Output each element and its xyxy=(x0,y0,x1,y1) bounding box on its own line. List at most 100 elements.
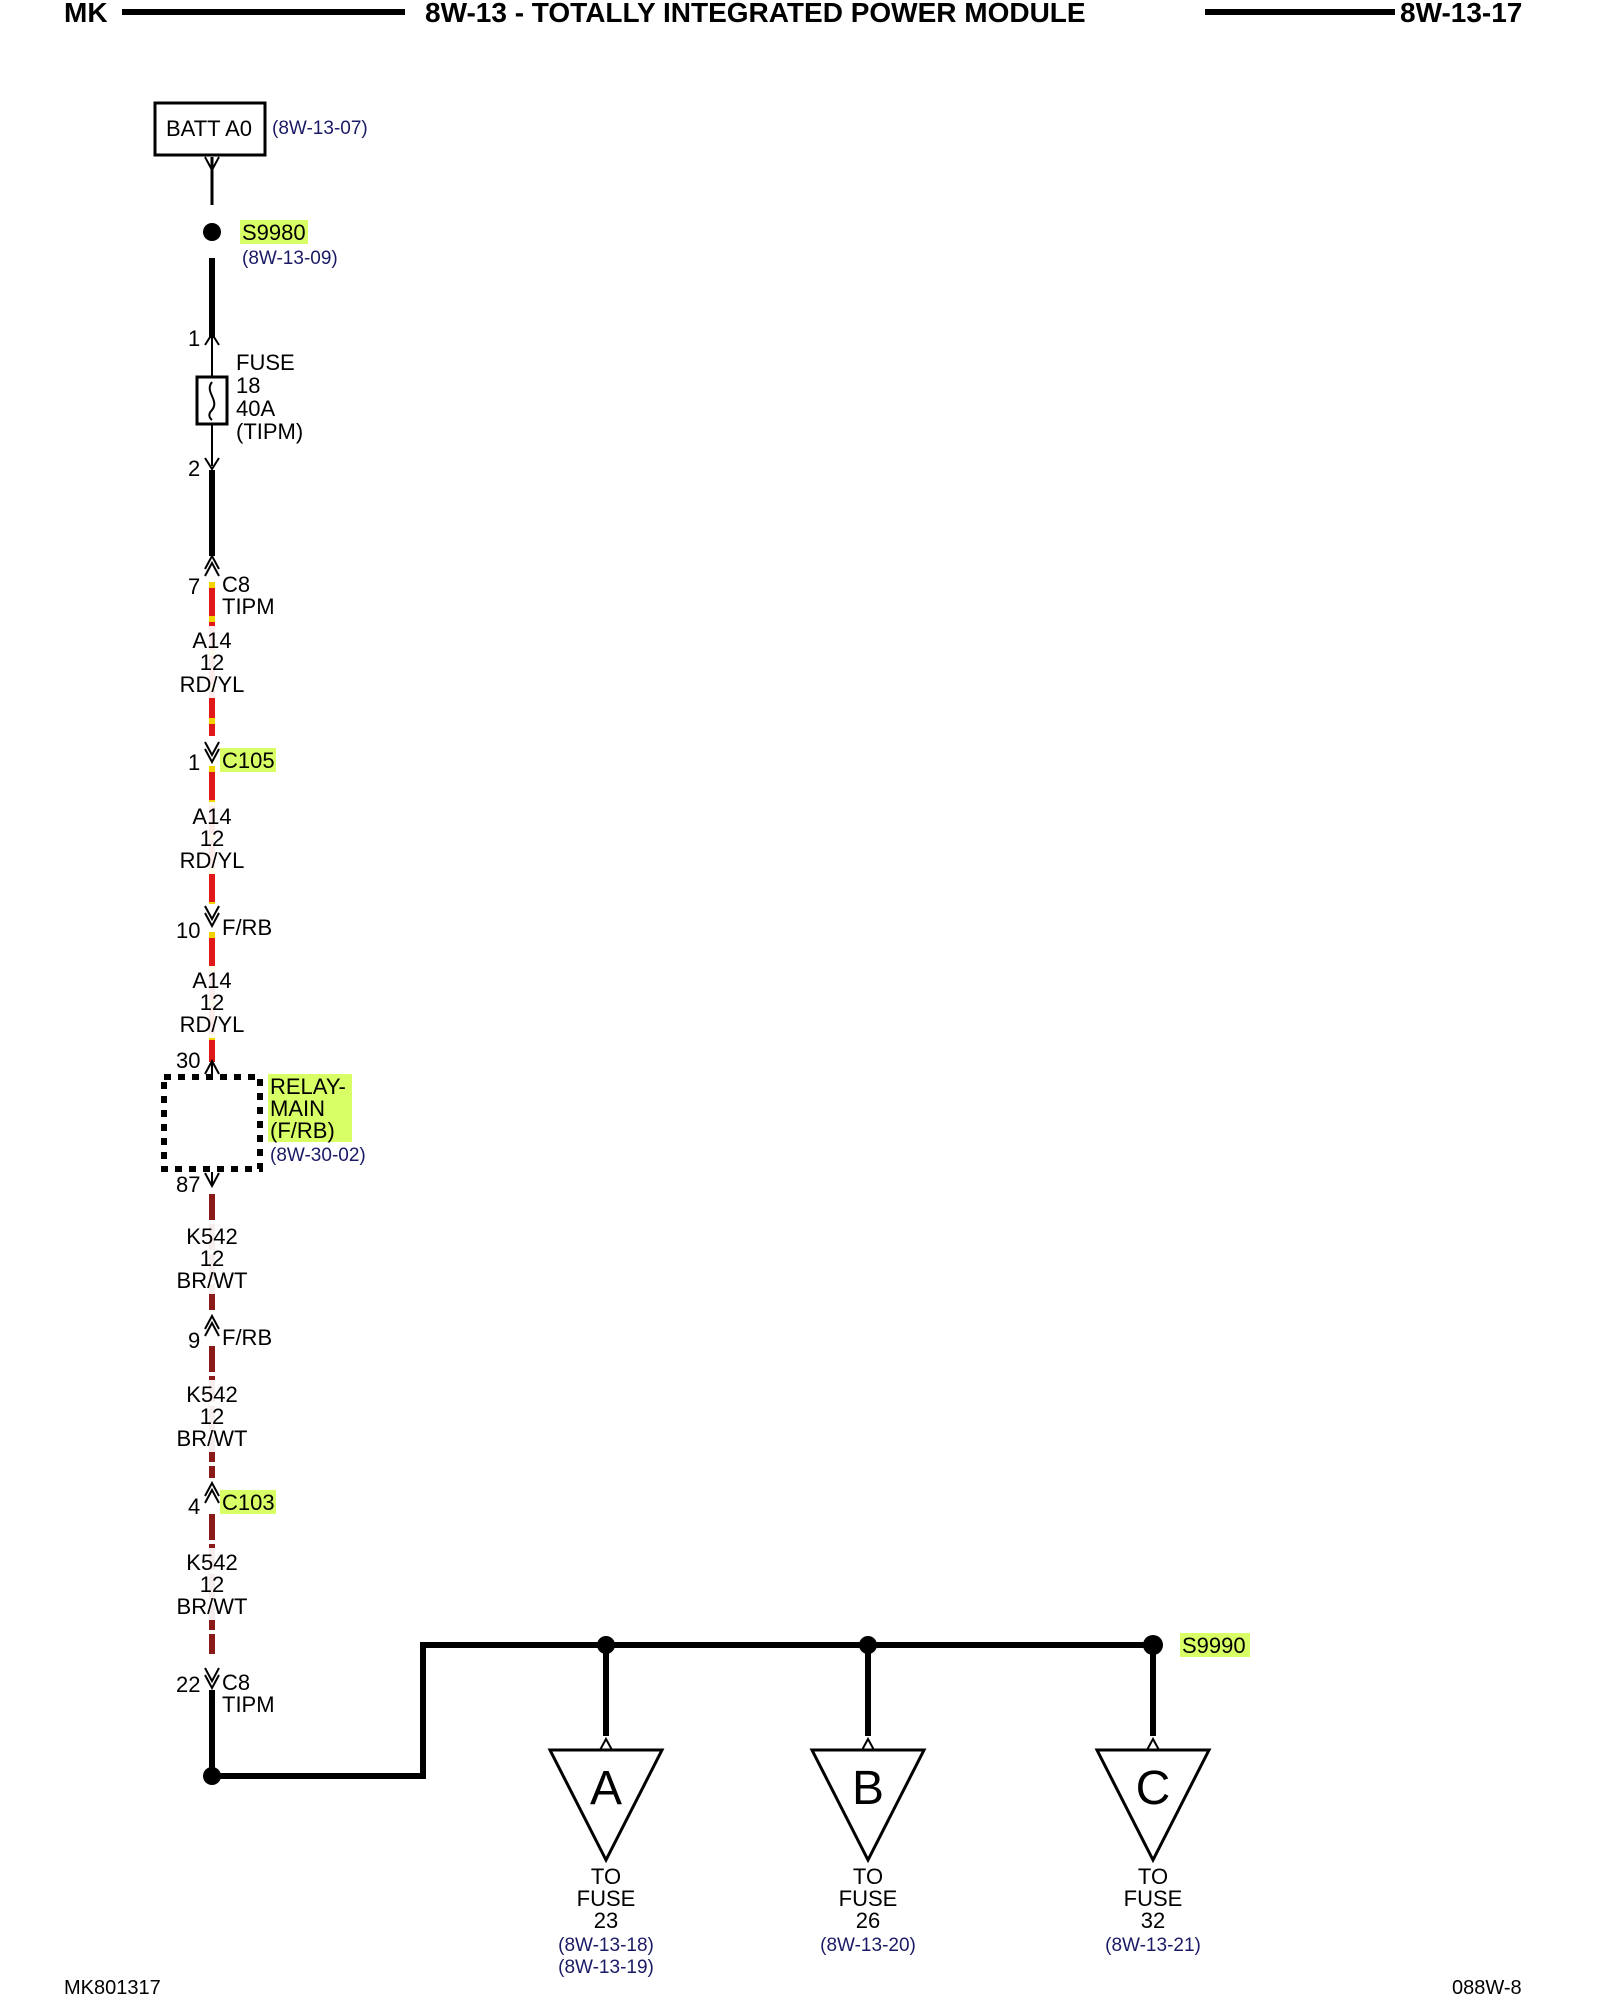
page-header: MK 8W-13 - TOTALLY INTEGRATED POWER MODU… xyxy=(64,0,1522,28)
relay-main-line1: RELAY- xyxy=(270,1074,346,1099)
output-a-letter: A xyxy=(590,1762,622,1815)
connector-c8-bottom-chevron xyxy=(204,1667,220,1684)
output-c-fuse-num: 32 xyxy=(1141,1908,1165,1933)
output-a-chevron xyxy=(599,1736,613,1751)
fuse-in-chevron xyxy=(204,332,220,346)
wire-label-1-circuit: A14 xyxy=(192,628,231,653)
output-a-ref-1: (8W-13-18) xyxy=(558,1935,654,1956)
splice-s9980-id: S9980 xyxy=(242,220,306,245)
wire-label-6-gauge: 12 xyxy=(200,1572,224,1597)
connector-c8-top: 7 C8 TIPM xyxy=(188,553,275,619)
connector-c8-top-chevron-2 xyxy=(204,553,220,570)
output-b-chevron xyxy=(861,1736,875,1751)
connector-frb-10-name: F/RB xyxy=(222,915,272,940)
connector-frb-9-pin: 9 xyxy=(188,1328,200,1353)
wire-label-6-color: BR/WT xyxy=(177,1594,248,1619)
connector-frb-10-chevron-2 xyxy=(204,912,220,929)
connector-frb-10-chevron xyxy=(204,905,220,922)
wire-label-5-bg xyxy=(174,1380,252,1452)
footer-right: 088W-8 xyxy=(1452,1977,1522,1999)
wire-label-6-circuit: K542 xyxy=(186,1550,237,1575)
output-a: A TO FUSE 23 (8W-13-18) (8W-13-19) xyxy=(547,1645,665,1978)
output-c-ref-1: (8W-13-21) xyxy=(1105,1935,1201,1956)
fuse-pin-in: 1 xyxy=(188,326,200,351)
output-b: B TO FUSE 26 (8W-13-20) xyxy=(809,1645,927,1956)
output-c: C TO FUSE 32 (8W-13-21) xyxy=(1094,1645,1212,1956)
connector-c103-highlight xyxy=(220,1490,276,1514)
connector-frb-9-chevron-2 xyxy=(204,1320,220,1337)
connector-c103: 4 C103 xyxy=(188,1480,276,1519)
output-c-to: TO xyxy=(1138,1864,1168,1889)
relay-main: 30 RELAY- MAIN (F/RB) (8W-30-02) 87 xyxy=(161,1048,366,1197)
output-a-to: TO xyxy=(591,1864,621,1889)
connector-c8-bottom-chevron-2 xyxy=(204,1674,220,1691)
wire-label-2-gauge: 12 xyxy=(200,826,224,851)
connector-c8-bottom-sub: TIPM xyxy=(222,1692,275,1717)
wire-label-5-color: BR/WT xyxy=(177,1426,248,1451)
wire-label-3: A14 12 RD/YL xyxy=(178,966,248,1038)
connector-c105-pin: 1 xyxy=(188,750,200,775)
output-b-to: TO xyxy=(853,1864,883,1889)
output-c-triangle xyxy=(1094,1748,1212,1864)
output-b-ref-1: (8W-13-20) xyxy=(820,1935,916,1956)
connector-c105-chevron xyxy=(204,741,220,758)
connector-c103-pin: 4 xyxy=(188,1494,200,1519)
wire-label-3-bg xyxy=(178,966,248,1038)
wire-label-5: K542 12 BR/WT xyxy=(174,1380,252,1452)
wire-label-1: A14 12 RD/YL xyxy=(178,626,248,698)
connector-c103-name: C103 xyxy=(222,1490,275,1515)
output-b-letter: B xyxy=(852,1762,884,1815)
connector-c8-top-sub: TIPM xyxy=(222,594,275,619)
wire-label-4-bg xyxy=(174,1222,252,1294)
wire-label-6: K542 12 BR/WT xyxy=(174,1548,252,1620)
footer-left: MK801317 xyxy=(64,1977,161,1999)
fuse-label-line2: 18 xyxy=(236,373,260,398)
relay-main-line2: MAIN xyxy=(270,1096,325,1121)
connector-frb-10: 10 F/RB xyxy=(176,905,272,943)
output-b-fuse-num: 26 xyxy=(856,1908,880,1933)
wire-label-1-bg xyxy=(178,626,248,698)
battery-source-label: BATT A0 xyxy=(166,116,252,141)
output-b-triangle xyxy=(809,1748,927,1864)
fuse-pin-out: 2 xyxy=(188,456,200,481)
fuse-out-chevron xyxy=(204,457,220,471)
relay-pin-87-chevron xyxy=(204,1172,220,1189)
wire-label-2-circuit: A14 xyxy=(192,804,231,829)
battery-source-ref: (8W-13-07) xyxy=(272,118,368,139)
connector-c105-highlight xyxy=(220,748,276,772)
connector-c105-chevron-2 xyxy=(204,748,220,765)
connector-c8-bottom-name: C8 xyxy=(222,1670,250,1695)
output-a-triangle xyxy=(547,1748,665,1864)
relay-main-ref: (8W-30-02) xyxy=(270,1145,366,1166)
splice-s9980-dot xyxy=(203,223,221,241)
wire-label-4-gauge: 12 xyxy=(200,1246,224,1271)
page-footer: MK801317 088W-8 xyxy=(64,1977,1522,1999)
wire-label-4: K542 12 BR/WT xyxy=(174,1222,252,1294)
output-c-fuse-word: FUSE xyxy=(1124,1886,1183,1911)
wire-label-1-gauge: 12 xyxy=(200,650,224,675)
connector-frb-9-name: F/RB xyxy=(222,1325,272,1350)
connector-c103-chevron xyxy=(204,1480,220,1497)
output-a-fuse-num: 23 xyxy=(594,1908,618,1933)
connector-c8-top-chevron xyxy=(204,560,220,577)
connector-c8-top-pin: 7 xyxy=(188,574,200,599)
battery-source: BATT A0 (8W-13-07) xyxy=(153,101,368,205)
connector-c8-top-name: C8 xyxy=(222,572,250,597)
header-right: 8W-13-17 xyxy=(1400,0,1522,28)
connector-c103-chevron-2 xyxy=(204,1487,220,1504)
output-c-chevron xyxy=(1146,1736,1160,1751)
wire-label-4-color: BR/WT xyxy=(177,1268,248,1293)
connector-c105: 1 C105 xyxy=(188,741,276,775)
relay-pin-30: 30 xyxy=(176,1048,200,1073)
relay-main-line3: (F/RB) xyxy=(270,1118,335,1143)
wire-label-2-color: RD/YL xyxy=(180,848,245,873)
header-left: MK xyxy=(64,0,108,28)
splice-s9980-ref: (8W-13-09) xyxy=(242,248,338,269)
fuse-label-line3: 40A xyxy=(236,396,275,421)
header-title: 8W-13 - TOTALLY INTEGRATED POWER MODULE xyxy=(425,0,1086,28)
fuse-body xyxy=(195,375,229,426)
wire-label-4-circuit: K542 xyxy=(186,1224,237,1249)
wire-label-5-gauge: 12 xyxy=(200,1404,224,1429)
wire-label-3-circuit: A14 xyxy=(192,968,231,993)
